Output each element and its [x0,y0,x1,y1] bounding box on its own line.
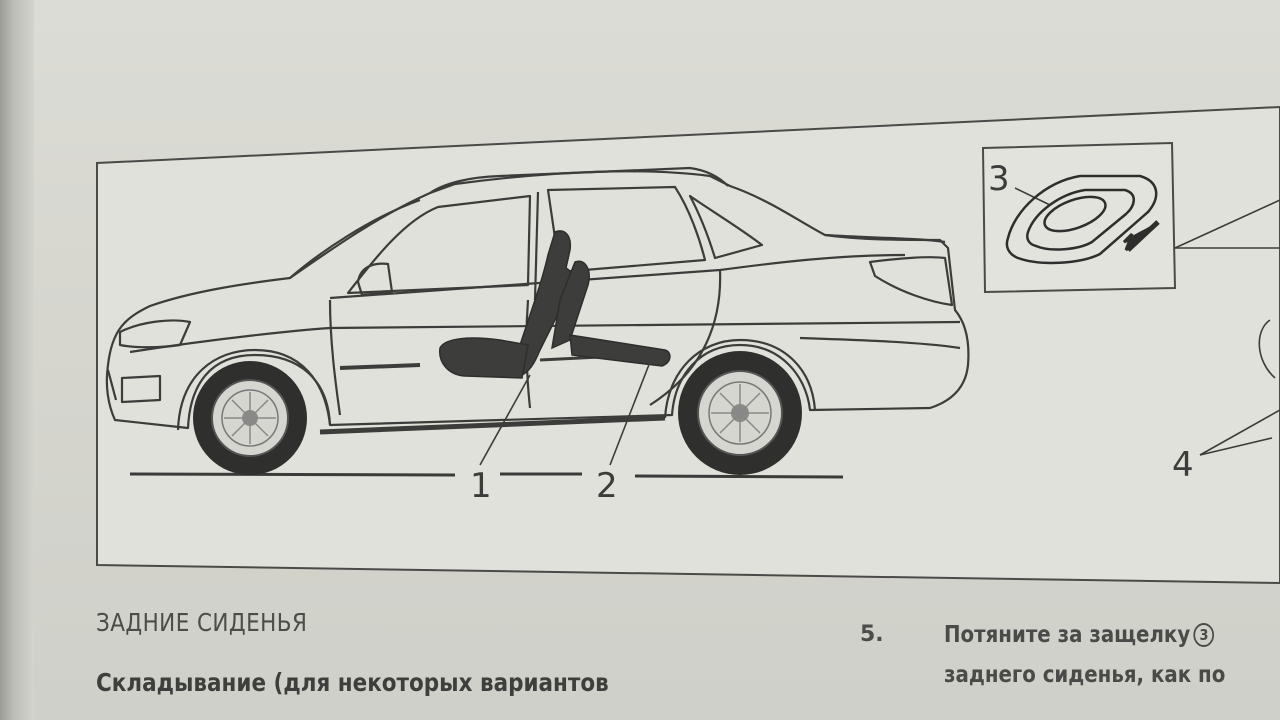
step-instruction: Потяните за защелку [944,622,1191,648]
callout-2: 2 [596,466,618,506]
ground-line [129,472,844,479]
rear-wheel [678,351,802,475]
front-seat [439,230,574,379]
callout-1: 1 [470,466,492,506]
folding-subheading: Складывание (для некоторых вариантов [96,668,609,697]
rear-seat [551,260,671,367]
front-wheel [193,361,307,475]
step-number: 5. [860,622,884,647]
latch-detail [1005,174,1158,265]
latch-reference-circle: 3 [1193,623,1215,647]
section-heading: ЗАДНИЕ СИДЕНЬЯ [96,608,308,637]
step-text-line-2: заднего сиденья, как по [944,662,1226,688]
callout-4: 4 [1172,445,1194,485]
callout-3: 3 [988,159,1010,199]
callout-leaders [479,187,1280,466]
book-binding-shadow [0,0,34,720]
latch-inset-frame [981,141,1177,294]
car-body [105,166,970,435]
